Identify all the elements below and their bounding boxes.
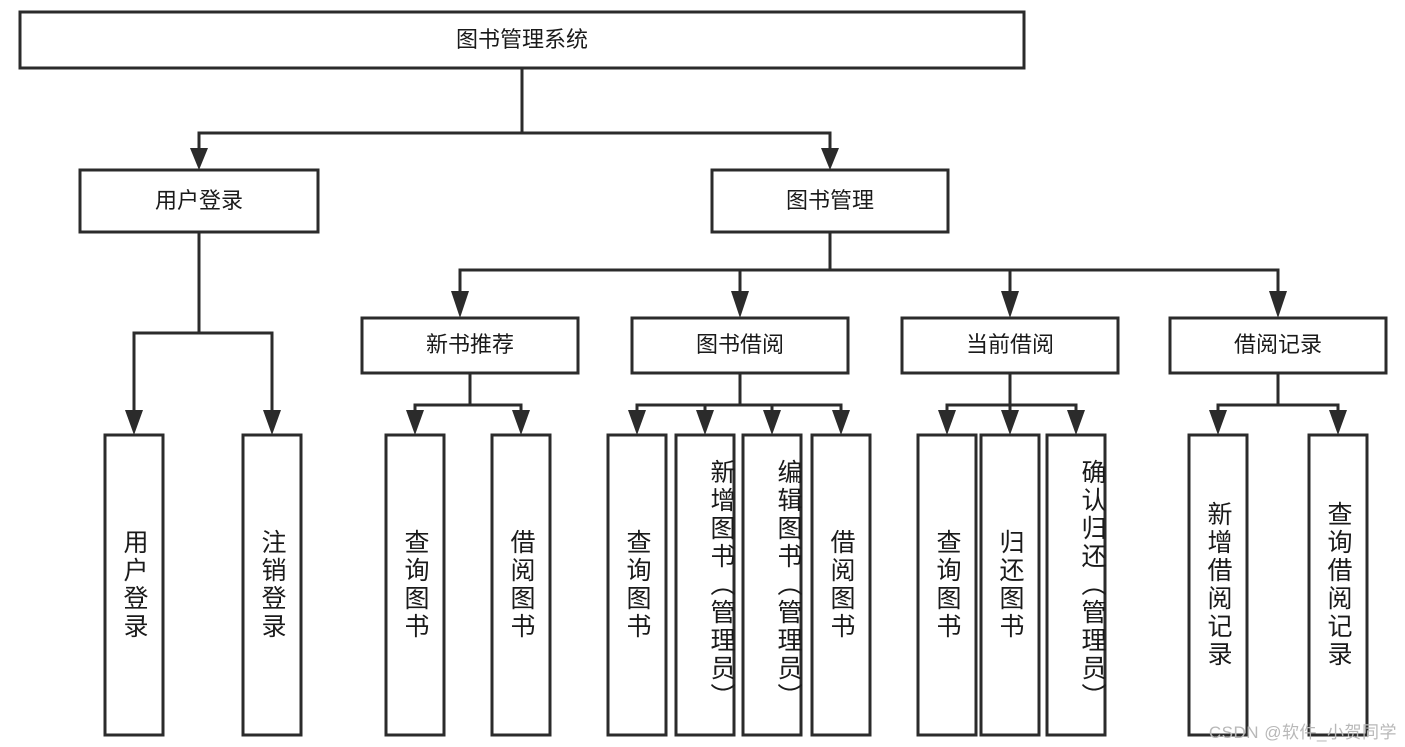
leaf-currentborrow-query-book[interactable] — [916, 433, 978, 737]
node-borrow-record[interactable] — [1168, 316, 1388, 375]
leaf-currentborrow-return-book[interactable] — [979, 433, 1041, 737]
leaf-bookborrow-query-book[interactable] — [606, 433, 668, 737]
node-book-borrow-label: 图书借阅 — [696, 332, 784, 357]
connectors-layer — [125, 66, 1347, 435]
arrowhead-br-leaf1 — [1209, 410, 1227, 435]
leaf-bookborrow-edit-book-admin[interactable] — [741, 433, 803, 737]
arrowhead-userlogin — [190, 148, 208, 170]
leaf-borrowrecord-add-record[interactable] — [1187, 433, 1249, 737]
leaf-newbook-query-book[interactable] — [384, 433, 446, 737]
node-user-login-label: 用户登录 — [155, 188, 243, 213]
node-current-borrow-label: 当前借阅 — [966, 332, 1054, 357]
node-user-login[interactable] — [78, 168, 320, 234]
node-book-management-label: 图书管理 — [786, 188, 874, 213]
node-root-label: 图书管理系统 — [456, 27, 588, 52]
leaf-currentborrow-confirm-return-admin[interactable] — [1045, 433, 1107, 737]
arrowhead-bb-leaf4 — [832, 410, 850, 435]
node-new-book-recommend[interactable] — [360, 316, 580, 375]
arrowhead-nb-leaf1 — [406, 410, 424, 435]
node-new-book-recommend-label: 新书推荐 — [426, 332, 514, 357]
node-current-borrow[interactable] — [900, 316, 1120, 375]
node-borrow-record-label: 借阅记录 — [1234, 332, 1322, 357]
arrowhead-bb-leaf1 — [628, 410, 646, 435]
arrowhead-cb-leaf2 — [1001, 410, 1019, 435]
leaf-user-login-logout[interactable] — [241, 433, 303, 737]
arrowhead-cb-leaf3 — [1067, 410, 1085, 435]
node-root-book-management-system[interactable] — [18, 10, 1026, 70]
arrowhead-bookborrow — [731, 291, 749, 318]
arrowhead-br-leaf2 — [1329, 410, 1347, 435]
arrowhead-currentborrow — [1001, 291, 1019, 318]
nodes-layer: 图书管理系统 用户登录 图书管理 新书推荐 图书借阅 当前借阅 借阅记录 — [18, 10, 1388, 737]
leaf-newbook-borrow-book[interactable] — [490, 433, 552, 737]
node-book-management[interactable] — [710, 168, 950, 234]
arrowhead-bookmgmt — [821, 148, 839, 170]
arrowhead-leaf-logout — [263, 410, 281, 435]
arrowhead-newbook — [451, 291, 469, 318]
leaf-bookborrow-add-book-admin[interactable] — [674, 433, 736, 737]
leaf-borrowrecord-query-record[interactable] — [1307, 433, 1369, 737]
arrowhead-bb-leaf3 — [763, 410, 781, 435]
node-book-borrow[interactable] — [630, 316, 850, 375]
arrowhead-nb-leaf2 — [512, 410, 530, 435]
watermark-text: CSDN @软件_小贺同学 — [1208, 723, 1397, 742]
arrowhead-leaf-user-login — [125, 410, 143, 435]
arrowhead-cb-leaf1 — [938, 410, 956, 435]
leaf-bookborrow-borrow-book[interactable] — [810, 433, 872, 737]
leaf-user-login-login[interactable] — [103, 433, 165, 737]
arrowhead-borrowrecord — [1269, 291, 1287, 318]
arrowhead-bb-leaf2 — [696, 410, 714, 435]
